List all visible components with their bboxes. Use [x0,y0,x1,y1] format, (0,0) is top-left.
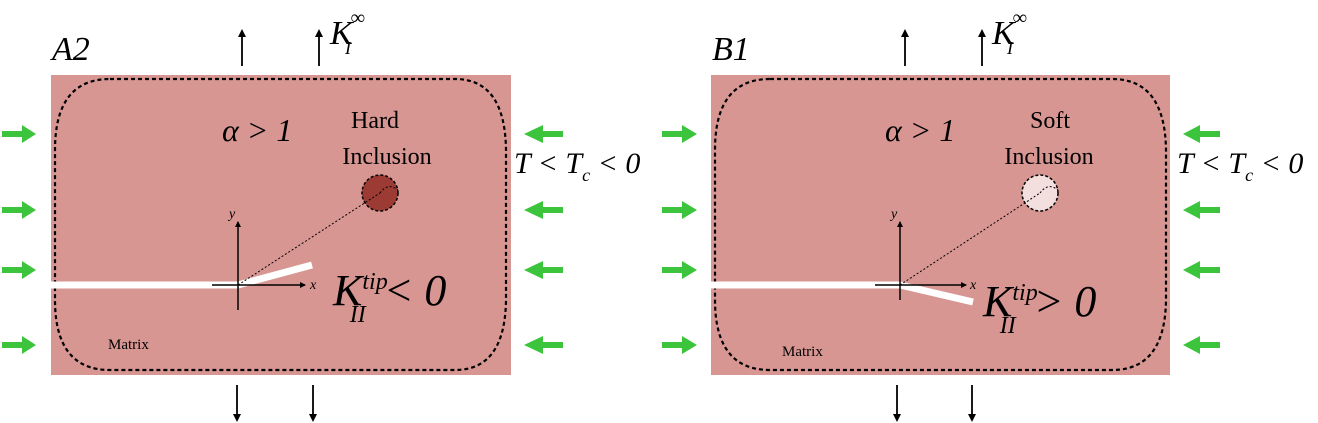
green-arrow-right-icon [662,336,697,354]
panel-label: A2 [50,31,90,68]
panel-a2: A2 K∞I α > 1 Hard Inclusion [2,7,640,422]
matrix-label: Matrix [108,337,149,353]
dashed-boundary [53,77,508,372]
inclusion-label-line1: Hard [351,108,399,134]
green-arrow-left-icon [524,201,563,219]
axis-x-label: x [969,278,977,293]
matrix-block [51,75,511,375]
panel-label: B1 [712,31,750,68]
green-arrow-left-icon [524,336,563,354]
axis-y-label: y [227,207,236,222]
green-arrow-right-icon [2,336,36,354]
inclusion-label-line1: Soft [1030,108,1070,134]
green-arrow-left-icon [524,261,563,279]
kinked-crack [899,281,974,306]
green-arrow-left-icon [524,125,563,143]
green-arrow-right-icon [2,125,36,143]
t-stress-label: T < Tc < 0 [1177,147,1303,185]
green-arrow-left-icon [1183,336,1220,354]
green-arrow-right-icon [2,261,36,279]
green-arrow-right-icon [662,201,697,219]
distance-line [237,192,381,286]
kinked-crack [237,261,313,289]
inclusion-radius-arc [1039,186,1059,194]
inclusion-label-line2: Inclusion [1004,144,1093,170]
matrix-block [711,75,1170,375]
green-arrow-right-icon [662,261,697,279]
compression-arrows-left [662,125,697,354]
far-field-sif-label: K∞I [991,7,1027,58]
far-field-sif-label: K∞I [329,7,365,58]
compression-arrows-right [524,125,563,354]
green-arrow-right-icon [662,125,697,143]
green-arrow-right-icon [2,201,36,219]
panel-b1: B1 K∞I α > 1 Soft Inclusion T < Tc < 0 [662,7,1303,422]
axis-x-label: x [309,278,317,293]
dashed-boundary [713,77,1168,372]
axis-y-label: y [889,207,898,222]
alpha-label: α > 1 [885,112,955,148]
alpha-label: α > 1 [222,112,292,148]
green-arrow-left-icon [1183,261,1220,279]
matrix-label: Matrix [782,344,823,360]
compression-arrows-right [1183,125,1220,354]
t-stress-label: T < Tc < 0 [514,147,640,185]
compression-arrows-left [2,125,36,354]
green-arrow-left-icon [1183,201,1220,219]
inclusion-radius-arc [379,186,399,194]
inclusion-label-line2: Inclusion [342,144,431,170]
green-arrow-left-icon [1183,125,1220,143]
